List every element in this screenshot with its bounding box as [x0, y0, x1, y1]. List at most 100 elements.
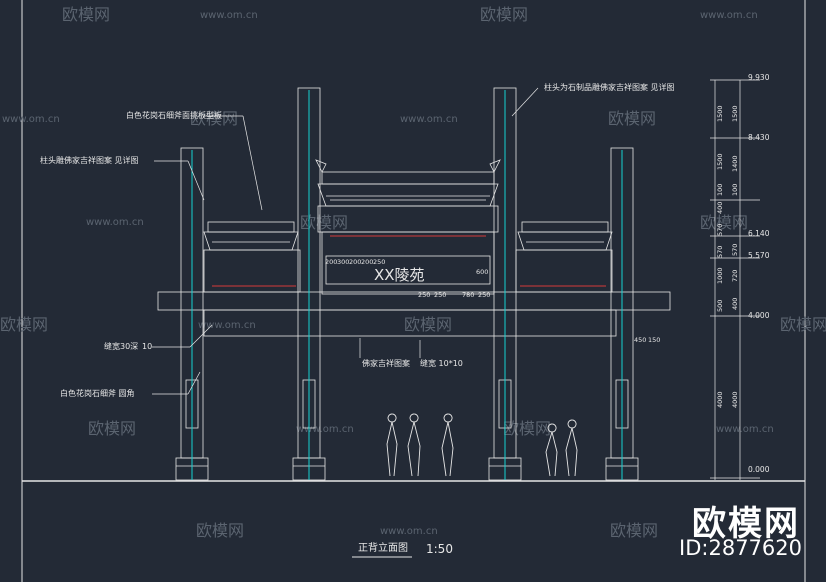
- dim-row2-3: 780: [462, 291, 474, 299]
- dim-row2-1: 250: [418, 291, 430, 299]
- centerlines: [191, 90, 623, 480]
- wm-url: www.om.cn: [700, 10, 758, 21]
- dimL-6: 570: [716, 246, 724, 258]
- note-seam-val: 10: [142, 342, 152, 351]
- wm-brand: 欧模网: [700, 213, 748, 232]
- dim-row2-2: 250: [434, 291, 446, 299]
- wm-url: www.om.cn: [716, 424, 774, 435]
- dim-row1-4: 200: [361, 258, 373, 266]
- center-roof-ridge: [321, 171, 495, 185]
- red-highlights: [212, 235, 606, 287]
- wm-url: www.om.cn: [380, 526, 438, 537]
- center-dougong: [317, 205, 499, 233]
- dimR-1: 1500: [731, 105, 739, 122]
- dimL-3: 100: [716, 184, 724, 196]
- elev-1: 9.930: [748, 73, 770, 82]
- elev-2: 8.430: [748, 133, 770, 142]
- drawing-frame: [21, 0, 806, 582]
- note-center-seam: 缝宽 10*10: [420, 358, 463, 368]
- wm-url: www.om.cn: [400, 114, 458, 125]
- dimension-chain: [710, 79, 760, 480]
- wm-brand: 欧模网: [190, 109, 238, 128]
- figure-2: [407, 413, 421, 477]
- dim-row1-2: 300: [337, 258, 349, 266]
- wm-brand: 欧模网: [300, 213, 348, 232]
- brand-id: ID:2877620: [679, 536, 802, 560]
- dimL-8: 500: [716, 300, 724, 312]
- drawing-title: 正背立面图: [358, 541, 408, 554]
- leaders: [152, 87, 539, 395]
- dimR-4: 570: [731, 244, 739, 256]
- dimR-3: 100: [731, 184, 739, 196]
- archway: [157, 87, 671, 481]
- scale-figures: [386, 413, 578, 477]
- dimL-5: 570: [716, 224, 724, 236]
- plaque-band: [325, 255, 491, 285]
- wm-url: www.om.cn: [198, 320, 256, 331]
- annotations: 白色花岗石细斧面挑板型板 柱头雕佛家吉祥图案 见详图 柱头为石制品雕佛家吉祥图案…: [40, 82, 675, 398]
- note-seam-width: 缝宽: [104, 341, 120, 351]
- wm-url: www.om.cn: [296, 424, 354, 435]
- wm-brand: 欧模网: [88, 419, 136, 438]
- elevation-labels: 9.930 8.430 6.140 5.570 4.000 0.000: [748, 73, 770, 474]
- dimension-values-left: 1500 1500 100 400 570 570 1000 500 4000: [716, 105, 724, 408]
- dim-row1-3: 200: [349, 258, 361, 266]
- title-block: 正背立面图 1:50: [352, 541, 453, 558]
- wm-brand: 欧模网: [62, 5, 110, 24]
- dim-450: 450: [634, 336, 646, 344]
- elev-6: 0.000: [748, 465, 770, 474]
- elev-5: 4.000: [748, 311, 770, 320]
- dim-row2-4: 250: [478, 291, 490, 299]
- dimL-7: 1000: [716, 267, 724, 284]
- right-roof: [517, 231, 613, 251]
- wm-brand: 欧模网: [610, 521, 658, 540]
- roof-ornaments: [315, 159, 501, 173]
- right-roof-ridge: [521, 221, 609, 233]
- wm-brand: 欧模网: [404, 315, 452, 334]
- drawing-scale: 1:50: [426, 542, 453, 556]
- dimR-6: 400: [731, 298, 739, 310]
- note-left-mid: 柱头雕佛家吉祥图案 见详图: [40, 155, 139, 165]
- wm-url: www.om.cn: [86, 217, 144, 228]
- inner-dimensions: 200 300 200 200 250 600 250 250 780 250 …: [325, 258, 660, 344]
- note-center-pattern: 佛家吉祥图案: [362, 358, 410, 368]
- wm-brand: 欧模网: [503, 419, 551, 438]
- wm-brand: 欧模网: [780, 315, 826, 334]
- wm-brand: 欧模网: [480, 5, 528, 24]
- dimR-7: 4000: [731, 391, 739, 408]
- wm-url: www.om.cn: [200, 10, 258, 21]
- main-beam: [157, 291, 671, 311]
- wm-brand: 欧模网: [196, 521, 244, 540]
- dim-150: 150: [648, 336, 660, 344]
- dimR-2: 1400: [731, 155, 739, 172]
- wm-url: www.om.cn: [2, 114, 60, 125]
- dimL-4: 400: [716, 202, 724, 214]
- figure-1: [386, 413, 398, 477]
- dimL-1: 1500: [716, 105, 724, 122]
- figure-5: [565, 419, 578, 477]
- dim-600: 600: [476, 268, 488, 276]
- dimL-9: 4000: [716, 391, 724, 408]
- dimL-2: 1500: [716, 153, 724, 170]
- dimension-values-right: 1500 1400 100 570 720 400 4000: [731, 105, 739, 408]
- wm-brand: 欧模网: [0, 315, 48, 334]
- lower-beam: [203, 309, 617, 337]
- note-left-top: 白色花岗石细斧面挑板型板: [126, 110, 222, 120]
- brand-logo: 欧模网: [692, 504, 800, 544]
- left-roof-ridge: [207, 221, 295, 233]
- note-seam-depth: 30深: [120, 342, 138, 351]
- figure-3: [441, 413, 454, 477]
- wm-brand: 欧模网: [608, 109, 656, 128]
- elev-4: 5.570: [748, 251, 770, 260]
- note-base: 白色花岗石细斧 圆角: [60, 388, 135, 398]
- watermark-layer: 欧模网 www.om.cn 欧模网 www.om.cn 欧模网 www.om.c…: [0, 5, 826, 540]
- dim-row1-1: 200: [325, 258, 337, 266]
- center-roof: [317, 183, 499, 207]
- left-dougong: [203, 249, 301, 293]
- elev-3: 6.140: [748, 229, 770, 238]
- dimR-5: 720: [731, 270, 739, 282]
- left-roof: [203, 231, 299, 251]
- note-right-top: 柱头为石制品雕佛家吉祥图案 见详图: [544, 82, 675, 92]
- plaque-text: XX陵苑: [374, 266, 425, 284]
